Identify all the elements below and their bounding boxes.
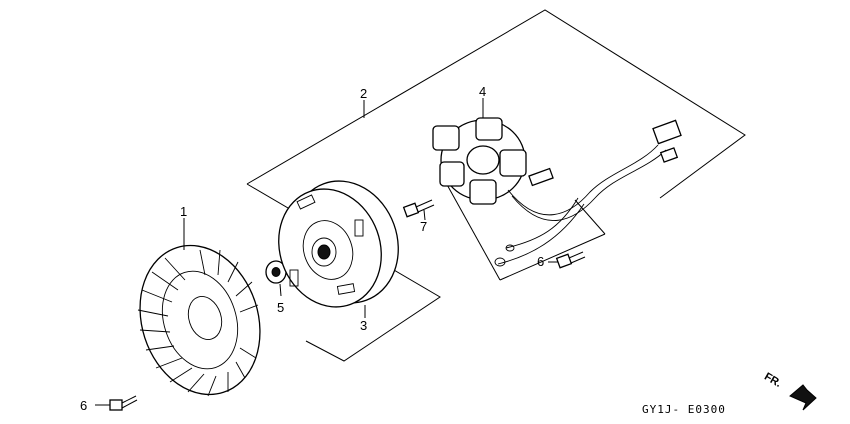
callout-assembly: 2 xyxy=(360,86,367,101)
callout-flywheel: 3 xyxy=(360,318,367,333)
diagram-code: GY1J- E0300 xyxy=(642,403,726,416)
stator-coil xyxy=(432,98,682,267)
callout-bolt-left: 6 xyxy=(80,398,87,413)
bolt-left xyxy=(95,395,138,411)
bolt-right xyxy=(548,251,586,269)
flywheel-nut xyxy=(265,260,287,297)
callout-bolt-right: 6 xyxy=(537,254,544,269)
callout-nut: 5 xyxy=(277,300,284,315)
front-direction-arrow: FR. xyxy=(762,371,817,411)
callout-stator: 4 xyxy=(479,84,486,99)
bolt-stator xyxy=(402,199,435,221)
direction-label: FR. xyxy=(762,371,783,390)
callout-fan: 1 xyxy=(180,204,187,219)
cooling-fan xyxy=(137,244,261,397)
leader-lines xyxy=(183,100,365,250)
callout-bolt-stator: 7 xyxy=(420,219,427,234)
flywheel-rotor xyxy=(278,180,399,318)
